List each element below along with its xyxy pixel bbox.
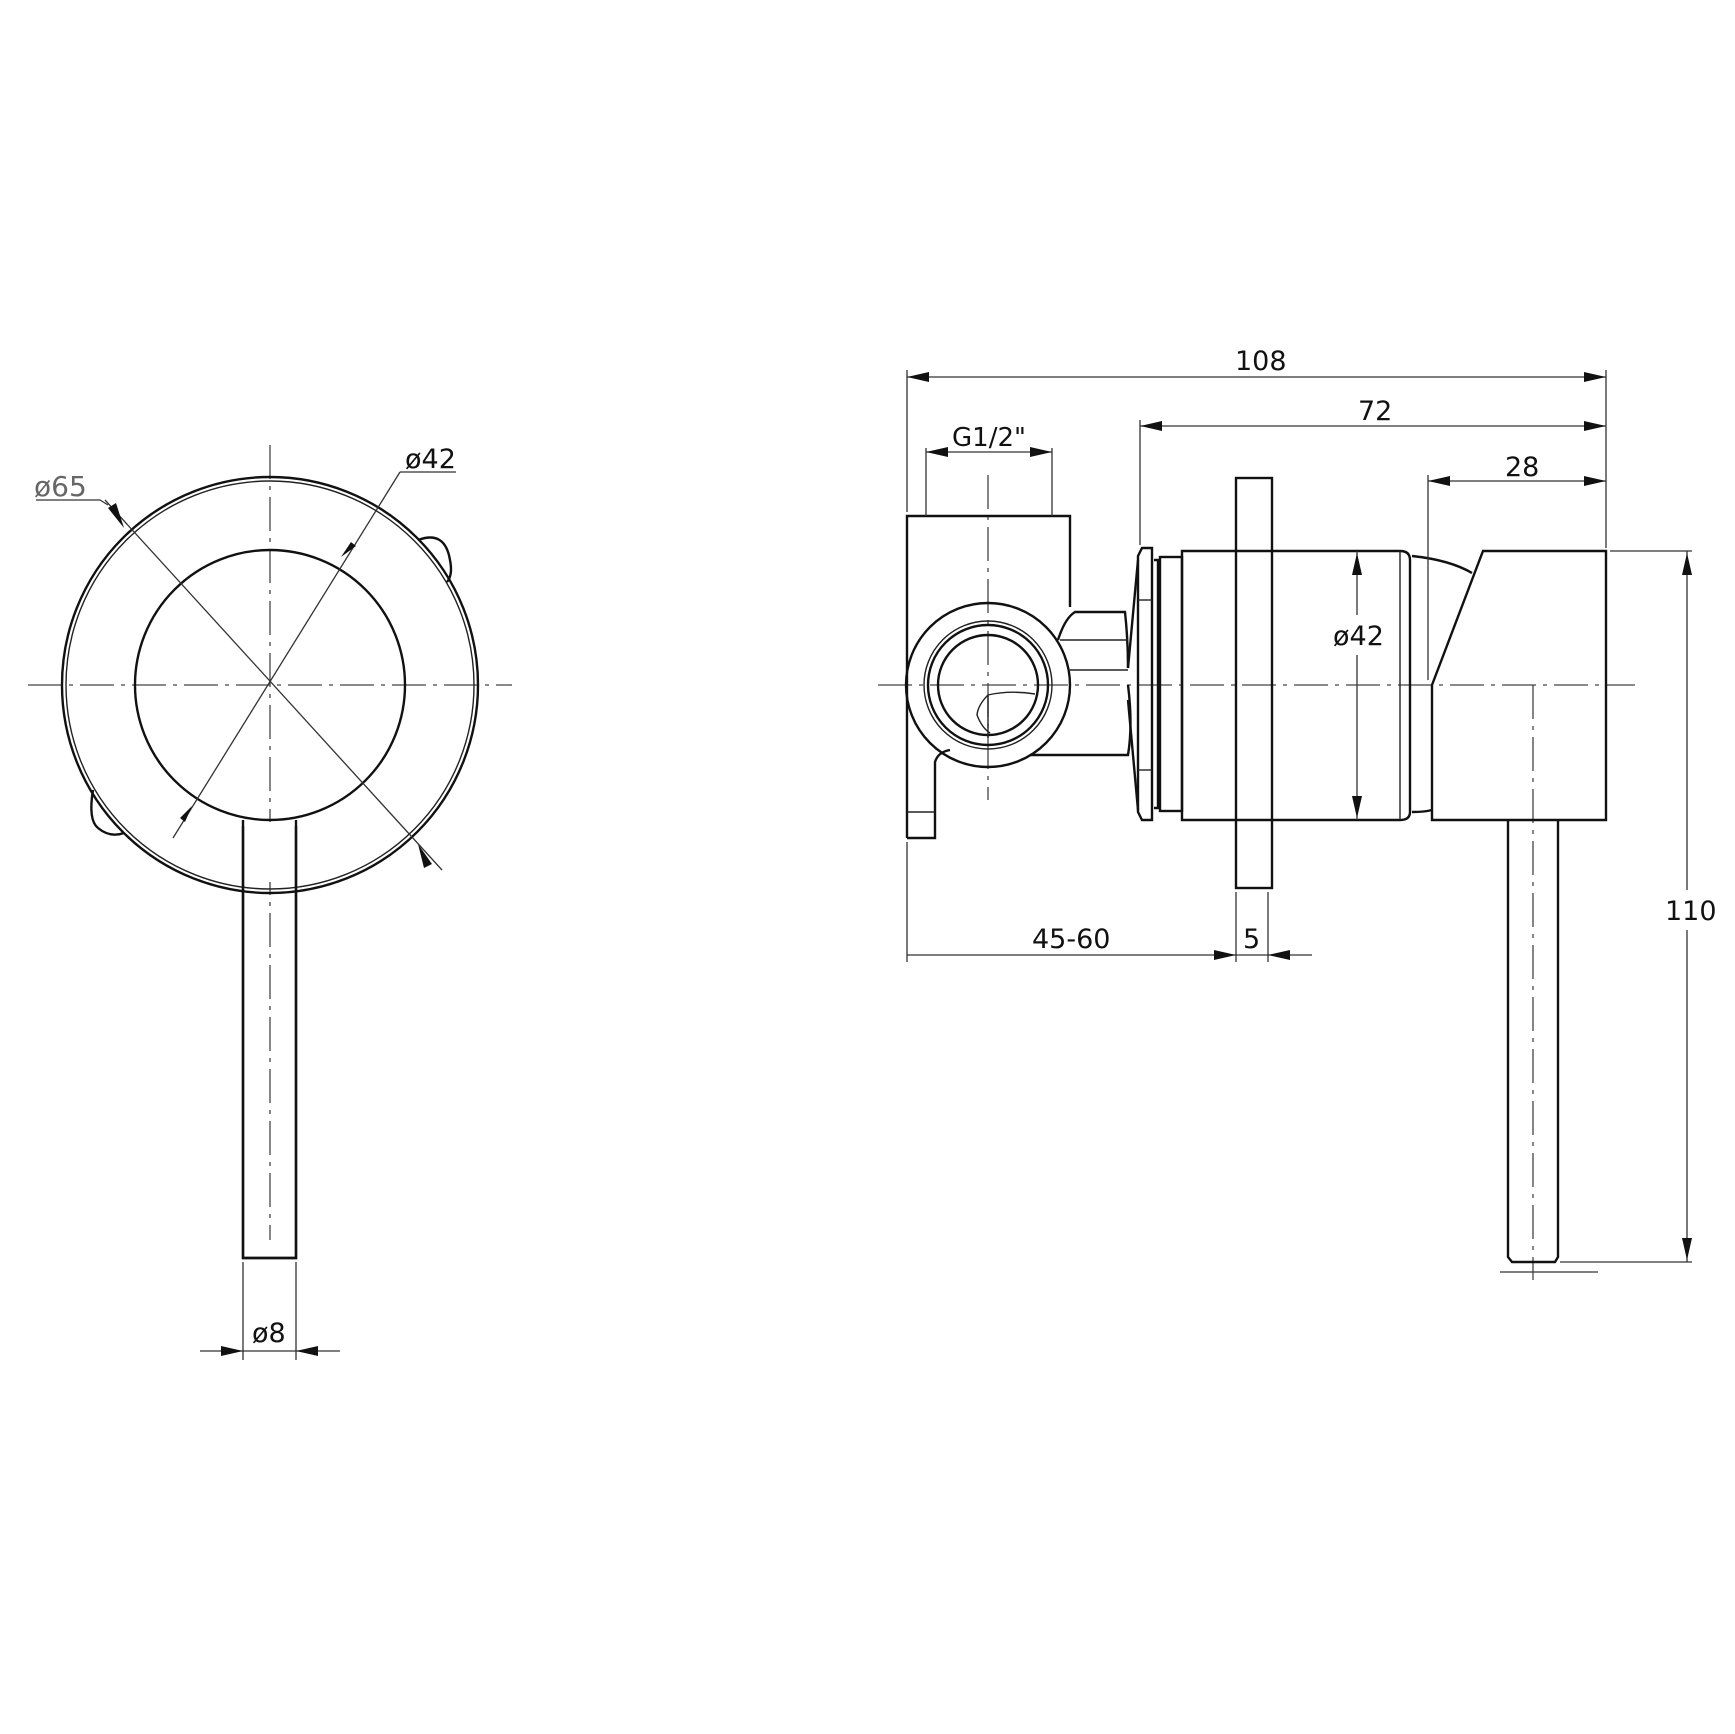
d8-label: ø8: [252, 1318, 286, 1349]
d42-side-label: ø42: [1333, 621, 1384, 652]
d65-arrow-top: [108, 503, 124, 528]
d72-label: 72: [1358, 396, 1392, 427]
d65-leader-line: [104, 499, 443, 871]
front-view: ø65 ø42 ø8: [28, 444, 512, 1360]
handle-hub: [1430, 549, 1608, 822]
d42-arrow-top: [341, 542, 356, 557]
sleeve-ring: [1158, 555, 1184, 813]
d28-label: 28: [1505, 452, 1539, 483]
main-body-cylinder: [1180, 549, 1412, 822]
screw-lug-top-right: [417, 536, 453, 583]
flange-ring: [1136, 546, 1154, 822]
d110-label: 110: [1665, 896, 1717, 927]
screw-lug-bottom-left: [90, 789, 125, 836]
d42-leader-line: [172, 471, 401, 839]
cover-plate-inner-edge: [65, 480, 475, 890]
inlet-internal-detail: [976, 691, 1036, 738]
d42-label: ø42: [405, 444, 456, 475]
side-lever-handle: [1506, 820, 1560, 1264]
d108-label: 108: [1235, 346, 1287, 377]
d42-arrow-bottom: [180, 806, 192, 822]
d4560-label: 45-60: [1032, 924, 1110, 955]
inlet-port-outer: [904, 601, 1072, 769]
inlet-port-inner: [926, 623, 1050, 747]
body-neck-upper: [1056, 610, 1130, 669]
cover-plate-outer-circle: [60, 475, 480, 895]
d5-label: 5: [1243, 924, 1260, 955]
d65-arrow-bottom: [418, 844, 432, 868]
body-circle: [133, 548, 407, 822]
g12-label: G1/2": [952, 423, 1026, 453]
d65-label: ø65: [34, 470, 87, 503]
wall-plate: [1234, 476, 1274, 890]
side-view: 108 72 28 G1/2" ø42 45-60 5: [878, 346, 1717, 1280]
mounting-foot: [907, 748, 951, 840]
